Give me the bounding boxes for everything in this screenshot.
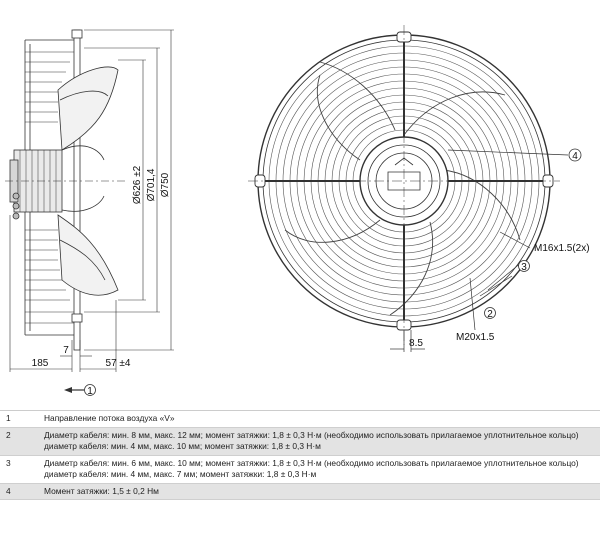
note-line: диаметр кабеля: мин. 4 мм, макс. 10 мм; … xyxy=(44,441,321,451)
note-row: 3 Диаметр кабеля: мин. 6 мм, макс. 10 мм… xyxy=(0,455,600,484)
technical-drawing: Ø626 ±2 Ø701,4 Ø750 185 7 57 ±4 1 xyxy=(5,25,590,397)
side-view xyxy=(5,29,174,396)
note-text: Направление потока воздуха «V» xyxy=(44,411,600,427)
label-m20: M20x1.5 xyxy=(456,332,495,343)
callout-1: 1 xyxy=(87,386,93,397)
note-number: 4 xyxy=(6,485,11,496)
callout-3: 3 xyxy=(521,262,527,273)
note-row: 1 Направление потока воздуха «V» xyxy=(0,411,600,428)
callout-4: 4 xyxy=(572,151,578,162)
dim-d701: Ø701,4 xyxy=(146,168,157,201)
dim-57: 57 ±4 xyxy=(106,358,131,369)
note-row: 4 Момент затяжки: 1,5 ± 0,2 Нм xyxy=(0,483,600,500)
front-view-labels: 4 3 2 M16x1.5(2x) M20x1.5 8.5 xyxy=(409,151,590,349)
callout-2: 2 xyxy=(487,309,493,320)
note-text: Диаметр кабеля: мин. 8 мм, макс. 12 мм; … xyxy=(44,428,600,455)
note-line: Диаметр кабеля: мин. 6 мм, макс. 10 мм; … xyxy=(44,457,579,468)
note-number: 3 xyxy=(6,457,11,468)
dim-185: 185 xyxy=(32,358,49,369)
note-text: Момент затяжки: 1,5 ± 0,2 Нм xyxy=(44,484,600,500)
note-text: Диаметр кабеля: мин. 6 мм, макс. 10 мм; … xyxy=(44,456,600,483)
dim-7: 7 xyxy=(63,345,69,356)
note-line: Момент затяжки: 1,5 ± 0,2 Нм xyxy=(44,485,159,496)
note-line: Диаметр кабеля: мин. 8 мм, макс. 12 мм; … xyxy=(44,429,579,440)
note-number: 2 xyxy=(6,429,11,440)
notes-table: 1 Направление потока воздуха «V» 2 Диаме… xyxy=(0,410,600,551)
drawing-svg: Ø626 ±2 Ø701,4 Ø750 185 7 57 ±4 1 xyxy=(5,25,590,397)
label-m16: M16x1.5(2x) xyxy=(534,243,590,254)
dim-8-5: 8.5 xyxy=(409,338,423,349)
dim-d750: Ø750 xyxy=(160,172,171,197)
side-view-labels: Ø626 ±2 Ø701,4 Ø750 185 7 57 ±4 1 xyxy=(32,165,171,397)
note-row: 2 Диаметр кабеля: мин. 8 мм, макс. 12 мм… xyxy=(0,427,600,456)
front-view xyxy=(248,25,582,352)
note-line: Направление потока воздуха «V» xyxy=(44,413,175,423)
note-line: диаметр кабеля: мин. 4 мм, макс. 7 мм; м… xyxy=(44,469,317,479)
note-number: 1 xyxy=(6,413,11,423)
dim-d626: Ø626 ±2 xyxy=(132,165,143,204)
